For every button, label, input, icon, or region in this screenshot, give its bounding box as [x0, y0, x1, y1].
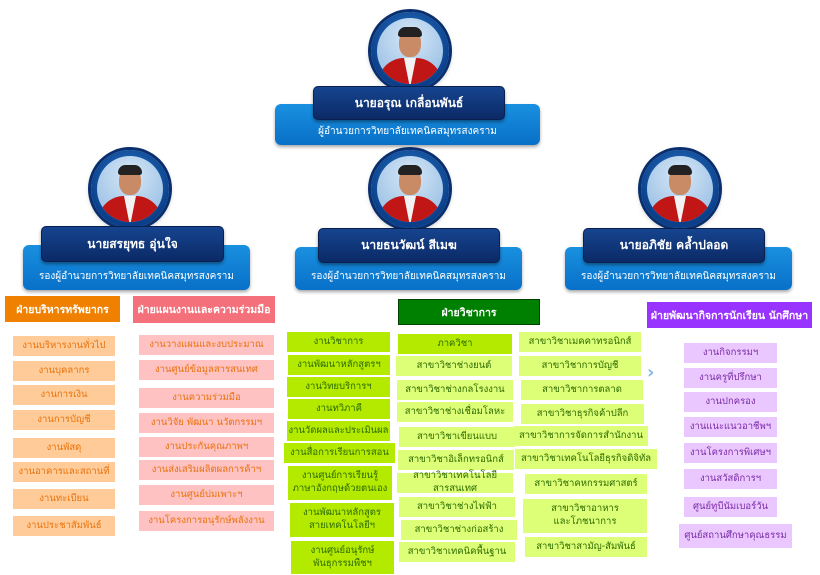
student-item[interactable]: งานกิจกรรมฯ [684, 343, 777, 363]
dept-student[interactable]: ฝ่ายพัฒนากิจการนักเรียน นักศึกษา [647, 302, 812, 328]
academic-major[interactable]: สาขาวิชาเทคนิคพื้นฐาน [399, 542, 515, 562]
dept-resources[interactable]: ฝ่ายบริหารทรัพยากร [5, 296, 120, 322]
deputy-portrait [371, 150, 449, 228]
academic-major[interactable]: สาขาวิชาเขียนแบบ [399, 427, 515, 447]
student-item[interactable]: ศูนย์สถานศึกษาคุณธรรม [679, 524, 792, 548]
academic-unit[interactable]: งานศูนย์การเรียนรู้ ภาษาอังกฤษด้วยตนเอง [288, 466, 392, 500]
resources-item[interactable]: งานประชาสัมพันธ์ [13, 516, 115, 536]
planning-item[interactable]: งานศูนย์ข้อมูลสารสนเทศ [139, 360, 274, 380]
resources-item[interactable]: งานทะเบียน [13, 489, 115, 509]
planning-item[interactable]: งานโครงการอนุรักษ์พลังงาน [139, 511, 274, 531]
planning-item[interactable]: งานประกันคุณภาพฯ [139, 437, 274, 457]
deputy-name: นายธนวัฒน์ สีเมฆ [318, 228, 500, 263]
planning-item[interactable]: งานส่งเสริมผลิตผลการค้าฯ [139, 460, 274, 480]
student-item[interactable]: งานแนะแนวอาชีพฯ [684, 417, 777, 437]
resources-item[interactable]: งานอาคารและสถานที่ [13, 462, 115, 482]
deputy-portrait [91, 150, 169, 228]
dept-academic[interactable]: ฝ่ายวิชาการ [398, 299, 540, 325]
deputy-name: นายสรยุทธ อุ่นใจ [41, 226, 224, 262]
academic-unit[interactable]: งานทวิภาคี [288, 399, 390, 419]
planning-item[interactable]: งานความร่วมมือ [139, 388, 274, 408]
academic-major[interactable]: สาขาวิชาธุรกิจค้าปลีก [521, 404, 644, 424]
academic-major[interactable]: สาขาวิชาการจัดการสำนักงาน [514, 426, 648, 446]
academic-unit[interactable]: งานศูนย์อนุรักษ์ พันธุกรรมพืชฯ [291, 541, 394, 574]
academic-major[interactable]: สาขาวิชาสามัญ-สัมพันธ์ [525, 537, 647, 557]
student-item[interactable]: งานโครงการพิเศษฯ [684, 443, 777, 463]
director-portrait [371, 12, 449, 90]
resources-item[interactable]: งานการบัญชี [13, 410, 115, 430]
student-item[interactable]: ศูนย์ทูบีนัมเบอร์วัน [684, 497, 777, 517]
planning-item[interactable]: งานศูนย์บ่มเพาะฯ [139, 485, 274, 505]
academic-major[interactable]: สาขาวิชาช่างเชื่อมโลหะ [397, 402, 513, 422]
academic-major[interactable]: สาขาวิชาเมคคาทรอนิกส์ [519, 332, 641, 352]
academic-unit[interactable]: งานวิชาการ [287, 332, 390, 352]
student-item[interactable]: งานสวัสดิการฯ [684, 469, 777, 489]
academic-unit[interactable]: งานวิทยบริการฯ [287, 377, 390, 397]
academic-unit[interactable]: งานพัฒนาหลักสูตรฯ [288, 355, 390, 375]
director-name: นายอรุณ เกลื่อนพันธ์ [313, 86, 505, 120]
planning-item[interactable]: งานวางแผนและงบประมาณ [139, 335, 274, 355]
academic-unit[interactable]: งานพัฒนาหลักสูตร สายเทคโนโลยีฯ [290, 503, 394, 537]
deputy-name: นายอภิชัย คล้ำปลอด [583, 228, 765, 263]
academic-major[interactable]: สาขาวิชาการตลาด [521, 380, 643, 400]
resources-item[interactable]: งานพัสดุ [13, 438, 115, 458]
academic-major[interactable]: สาขาวิชาช่างก่อสร้าง [401, 520, 517, 540]
dept-planning[interactable]: ฝ่ายแผนงานและความร่วมมือ [133, 296, 275, 323]
academic-major[interactable]: สาขาวิชาการบัญชี [519, 356, 641, 376]
academic-major[interactable]: สาขาวิชาเทคโนโลยีสารสนเทศ [397, 470, 513, 494]
academic-major[interactable]: สาขาวิชาช่างยนต์ [396, 356, 512, 376]
student-item[interactable]: งานครูที่ปรึกษา [684, 368, 777, 388]
academic-major[interactable]: สาขาวิชาช่างกลโรงงาน [397, 380, 513, 400]
academic-major[interactable]: สาขาวิชาอาหาร และโภชนาการ [523, 499, 647, 533]
resources-item[interactable]: งานบุคลากร [13, 361, 115, 381]
academic-unit[interactable]: งานสื่อการเรียนการสอน [284, 443, 395, 463]
planning-item[interactable]: งานวิจัย พัฒนา นวัตกรรมฯ [139, 413, 274, 433]
resources-item[interactable]: งานบริหารงานทั่วไป [13, 336, 115, 356]
academic-dept-heading[interactable]: ภาควิชา [398, 334, 512, 354]
academic-major[interactable]: สาขาวิชาเทคโนโลยีธุรกิจดิจิทัล [515, 449, 657, 469]
chevron-right-icon: › [647, 362, 655, 383]
academic-major[interactable]: สาขาวิชาอิเล็กทรอนิกส์ [398, 450, 514, 470]
resources-item[interactable]: งานการเงิน [13, 385, 115, 405]
academic-major[interactable]: สาขาวิชาช่างไฟฟ้า [399, 497, 515, 517]
academic-unit[interactable]: งานวัดผลและประเมินผล [287, 421, 390, 441]
deputy-portrait [641, 150, 719, 228]
student-item[interactable]: งานปกครอง [684, 392, 777, 412]
academic-major[interactable]: สาขาวิชาคหกรรมศาสตร์ [525, 474, 647, 494]
